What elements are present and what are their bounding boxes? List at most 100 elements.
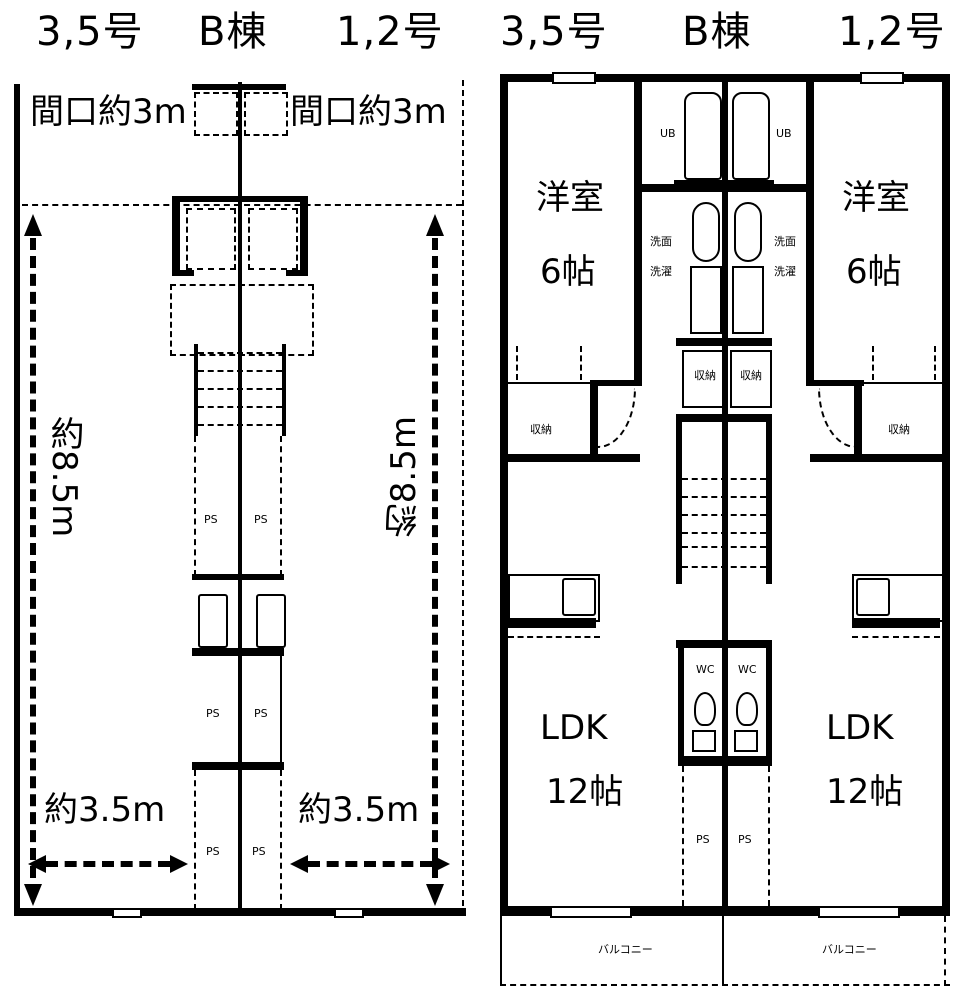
meter-box-top [172,196,308,202]
toilet-left-label: WC [696,663,715,676]
arrow-up-icon [426,214,444,236]
washroom-left-label: 洗面 [650,235,672,248]
stair-tread [198,352,282,354]
entry-top-wall [192,84,286,90]
storage-right [730,350,772,408]
center-party-wall [722,82,728,908]
closet-wall-left [590,380,598,460]
bathtub-left [684,92,722,180]
toilet-right-label: WC [738,663,757,676]
counter-base-left [508,618,596,628]
stair-wall-left [676,414,682,584]
center-divider [238,82,242,910]
header-units-left-2f: 3,5号 [500,9,608,55]
meter-right [248,208,298,270]
storage-left [682,350,724,408]
stair-top-wall [676,414,772,422]
window-top [860,72,904,84]
meter-box-br [286,270,308,276]
arrow-down-icon [24,884,42,906]
vanity-right [734,202,762,262]
arrow-up-icon [24,214,42,236]
sink-left [562,578,596,616]
window-sliding [818,906,900,918]
header-building-2f: B棟 [682,9,752,55]
toilet-tank-left [692,730,716,752]
bedroom-wall-right [806,82,814,382]
entrance-left-label: PS [696,833,710,846]
width-left-label: 約3.5m [44,790,166,830]
wall-left [500,74,508,914]
arrow-down-icon [426,884,444,906]
ldk-right-name: LDK [826,708,894,748]
entrance-line-left [682,766,684,906]
stair-wall-right [282,344,286,436]
ldk-right-size: 12帖 [826,772,904,812]
wall-top [500,74,948,82]
bathtub-right [732,92,770,180]
corridor-right-line [280,436,282,576]
meter-unit-right [256,594,286,648]
toilet-right [736,692,758,726]
closet-wall-right [854,380,862,460]
wall-right-dotted [462,80,464,916]
vent-right [334,908,364,918]
mid-wall-lower [192,648,284,656]
bedroom-bottom-left [508,382,642,384]
meter-box-left [172,196,180,276]
entry-hatch-left [194,92,238,136]
closet-bottom-left [500,454,640,462]
corridor-right-wall [280,656,282,764]
mid-wall-bottom [192,762,284,770]
wc-wall-right [766,640,772,764]
corridor-left-line [194,436,196,576]
sink-right [856,578,890,616]
storage-right-label: 収納 [740,369,762,382]
stair-tread [198,406,282,408]
closet-top-wall-right [806,380,864,386]
washer-right [732,266,764,334]
washer-left [690,266,722,334]
wc-wall-left [678,640,684,764]
storage-left-label: 収納 [694,369,716,382]
vanity-left [692,202,720,262]
mid-wall-upper [192,574,284,580]
ps-label: PS [252,845,266,858]
closet-door-left [598,388,636,448]
width-right-label: 約3.5m [298,790,420,830]
balcony-rail [500,984,950,986]
storage-top-wall [676,338,772,346]
setback-line [22,204,462,206]
depth-left-label: 約8.5m [44,416,84,538]
vent-left [112,908,142,918]
ps-label: PS [206,707,220,720]
header-units-right-1f: 1,2号 [336,9,444,55]
first-floor-plan: 間口約3m 間口約3m PS PS PS PS PS PS 約8.5m 約8.5… [14,80,466,918]
upper-cabinet-left [508,636,600,638]
stair-tread [682,532,766,534]
header-units-right-2f: 1,2号 [838,9,946,55]
wall-left [14,84,20,916]
bedroom-right-size: 6帖 [846,252,902,292]
wall-right [942,74,950,914]
closet-door-right [818,388,856,448]
door-swing [580,346,582,380]
corridor-left-line-lower [194,770,196,910]
landing-outline [170,284,314,356]
arrow-right-icon [170,855,188,873]
balcony-right-label: バルコニー [822,943,877,956]
counter-base-right [852,618,940,628]
window-sliding [550,906,632,918]
balcony-edge-right [944,916,946,986]
entry-hatch-right [244,92,288,136]
entrance-line-right [768,766,770,906]
bath-right-label: UB [776,127,792,140]
arrow-left-icon [290,855,308,873]
width-dim-left [46,861,170,867]
frontage-right-label: 間口約3m [290,92,447,132]
ps-label: PS [254,707,268,720]
washer-left-label: 洗濯 [650,265,672,278]
bedroom-bottom-right [806,382,942,384]
closet-left-label: 収納 [530,423,552,436]
stair-wall-right [766,414,772,584]
